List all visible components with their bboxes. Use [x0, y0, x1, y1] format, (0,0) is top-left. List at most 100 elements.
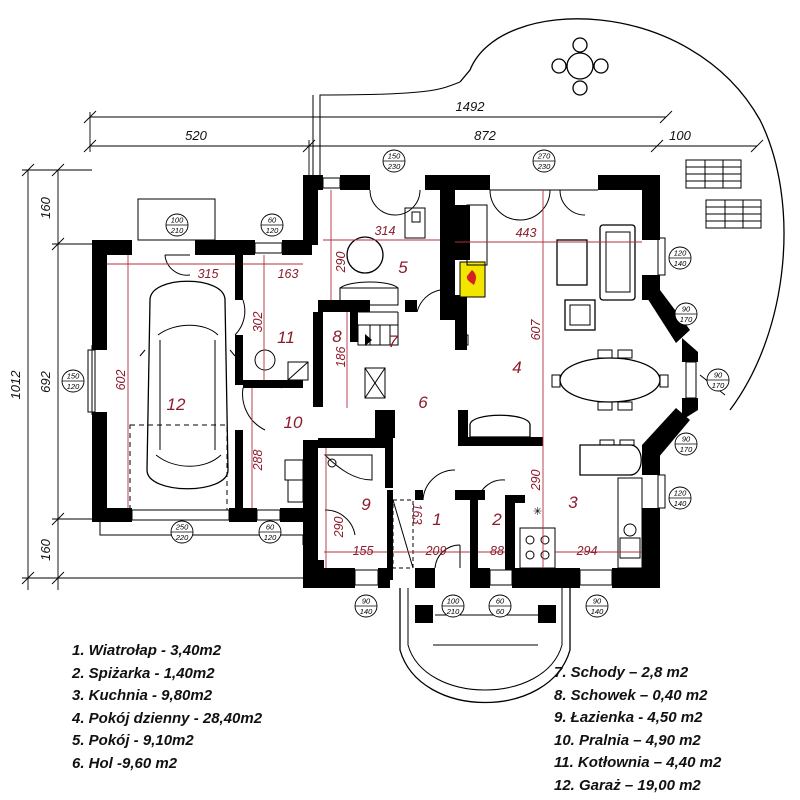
window-tag-top: 60	[266, 523, 275, 532]
svg-text:✳: ✳	[533, 505, 542, 518]
window-tag-top: 150	[388, 152, 401, 161]
lounger-2	[705, 199, 762, 229]
window-tag-bottom: 120	[266, 226, 279, 235]
window-tag-bottom: 210	[446, 607, 460, 616]
window-tag-bottom: 230	[387, 162, 401, 171]
legend-item-5: 5. Pokój - 9,10m2	[72, 732, 194, 749]
window-tag-top: 90	[362, 597, 371, 606]
legend-item-1: 1. Wiatrołap - 3,40m2	[72, 642, 222, 659]
room-dim-290-c: 290	[332, 517, 346, 539]
dim-total-width: 1492	[456, 99, 486, 114]
window-tag-bottom: 140	[591, 607, 604, 616]
legend-item-7: 7. Schody – 2,8 m2	[554, 664, 689, 681]
room-dim-290-a: 290	[334, 252, 348, 274]
window-tag-top: 100	[447, 597, 460, 606]
dim-terrace-offset: 100	[669, 128, 691, 143]
room-number-8: 8	[332, 327, 342, 346]
dim-house-width: 872	[474, 128, 496, 143]
window-tag-top: 90	[714, 371, 723, 380]
dimension-labels: 1492 520 872 100 1012 160 692 160	[8, 99, 692, 561]
entrance-portico	[399, 588, 571, 703]
room-number-5: 5	[398, 258, 408, 277]
legend-item-2: 2. Spiżarka - 1,40m2	[72, 664, 215, 682]
room-number-10: 10	[284, 413, 303, 432]
dim-middle-depth: 692	[38, 370, 53, 392]
legend-item-9: 9. Łazienka - 4,50 m2	[554, 709, 703, 726]
room-dim-209: 209	[425, 544, 447, 558]
window-tag-bottom: 140	[360, 607, 373, 616]
room-numbers: 1 2 3 4 5 6 7 8 9 10 11 12	[167, 258, 579, 529]
flame-icon	[466, 270, 476, 285]
window-tag-top: 90	[682, 305, 691, 314]
room-number-12: 12	[167, 395, 186, 414]
window-tag-bottom: 140	[674, 499, 687, 508]
room-number-2: 2	[491, 510, 502, 529]
window-tag-top: 90	[593, 597, 602, 606]
room-number-3: 3	[568, 493, 578, 512]
room-dim-607: 607	[529, 319, 543, 341]
dim-garage-width: 520	[185, 128, 207, 143]
legend-item-12: 12. Garaż – 19,00 m2	[554, 776, 701, 794]
window-tag-top: 60	[496, 597, 505, 606]
legend-item-4: 4. Pokój dzienny - 28,40m2	[72, 709, 263, 727]
room-dim-443: 443	[516, 226, 537, 240]
window-tag-top: 100	[171, 216, 184, 225]
window-tags: 1002106012015023027023012014090170901709…	[61, 149, 730, 618]
window-tag-bottom: 120	[67, 382, 80, 391]
room-dim-302: 302	[251, 312, 265, 333]
lounger-1	[685, 159, 742, 189]
room-dim-155: 155	[353, 544, 374, 558]
legend-item-11: 11. Kotłownia – 4,40 m2	[554, 754, 722, 771]
room-number-11: 11	[277, 328, 295, 347]
room-dim-88: 88	[490, 544, 504, 558]
window-tag-bottom: 230	[537, 162, 551, 171]
window-tag-bottom: 170	[712, 381, 725, 390]
window-tag-bottom: 120	[264, 533, 277, 542]
legend-item-6: 6. Hol -9,60 m2	[72, 754, 178, 772]
legend-item-8: 8. Schowek – 0,40 m2	[554, 686, 708, 704]
room-number-1: 1	[432, 510, 441, 529]
room-dim-288: 288	[251, 450, 265, 472]
walls	[92, 175, 698, 623]
window-tag-top: 120	[674, 249, 687, 258]
interior-details: ✳	[87, 177, 697, 703]
window-tag-bottom: 210	[170, 226, 184, 235]
room-number-4: 4	[512, 358, 521, 377]
room-dim-602: 602	[114, 370, 128, 391]
legend-right: 7. Schody – 2,8 m2 8. Schowek – 0,40 m2 …	[554, 662, 721, 797]
window-tag-bottom: 220	[175, 533, 189, 542]
window-tag-bottom: 170	[680, 445, 693, 454]
dim-top-margin: 160	[38, 196, 53, 218]
patio-table	[566, 52, 594, 80]
terrace	[312, 18, 785, 411]
window-tag-top: 250	[175, 523, 189, 532]
sofa-icon	[599, 224, 636, 301]
dining-table-icon	[559, 357, 661, 403]
window-tag-top: 150	[67, 372, 80, 381]
window-tag-top: 270	[537, 152, 551, 161]
room-number-9: 9	[361, 495, 371, 514]
dim-bottom-margin: 160	[38, 538, 53, 560]
room-dim-314: 314	[375, 224, 396, 238]
room-dimension-lines	[107, 190, 642, 568]
dimension-lines	[21, 110, 764, 590]
window-tag-bottom: 170	[680, 315, 693, 324]
room-dim-163-b: 163	[410, 504, 424, 525]
